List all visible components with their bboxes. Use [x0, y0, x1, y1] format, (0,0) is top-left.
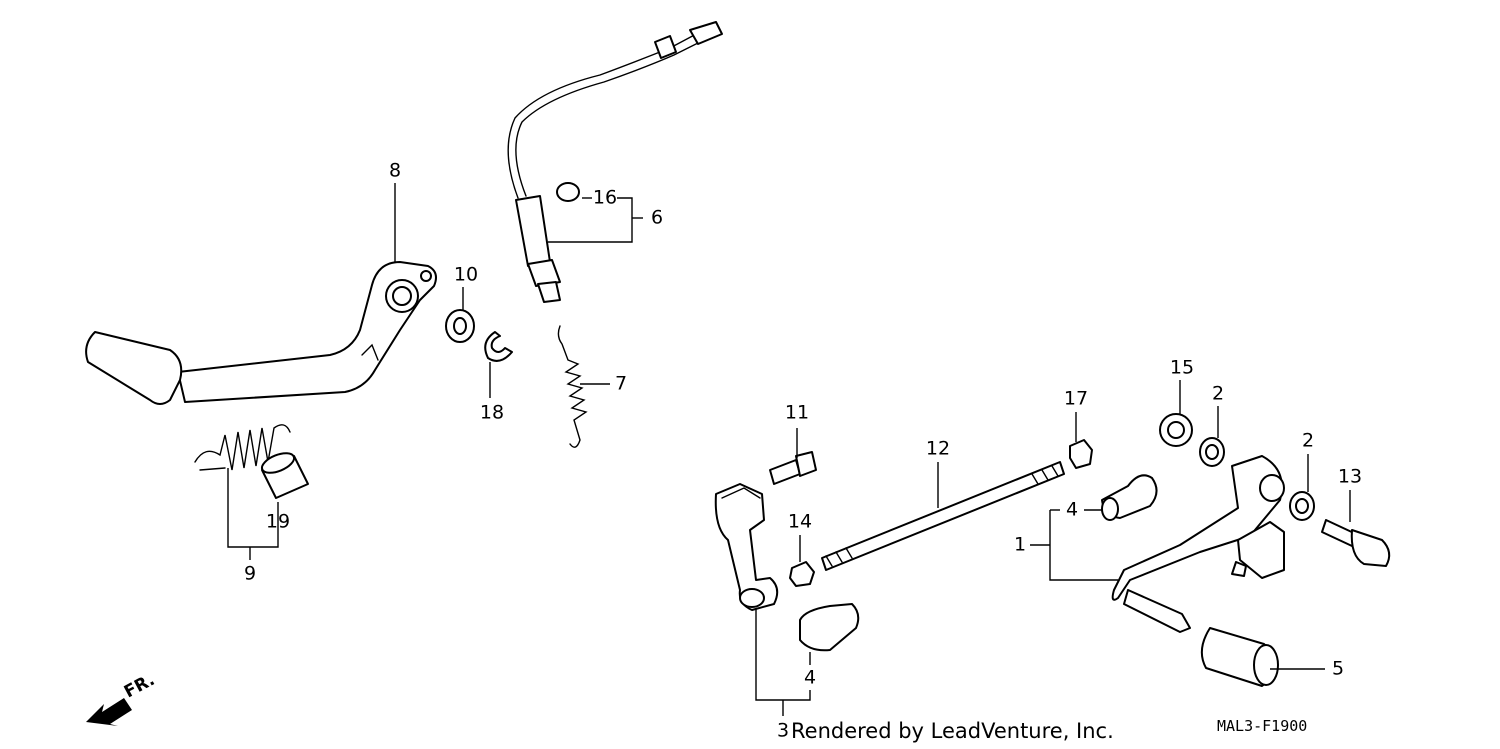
shift-pedal-rubber-5: [1200, 627, 1279, 687]
callout-9: 9: [244, 563, 256, 585]
callout-15: 15: [1170, 357, 1194, 379]
callout-10: 10: [454, 264, 478, 286]
shift-pedal: [1111, 455, 1285, 633]
front-direction-indicator: FR.: [86, 670, 158, 726]
bearing-2-lower: [1289, 491, 1315, 521]
brake-pedal-collar: [260, 452, 309, 499]
callout-8: 8: [389, 160, 401, 182]
callout-16: 16: [593, 187, 617, 209]
washer-15: [1159, 413, 1193, 447]
callout-4-upper: 4: [1066, 499, 1078, 521]
washer-10: [445, 309, 475, 343]
diagram-code: MAL3-F1900: [1217, 717, 1307, 735]
bolt-11: [769, 451, 817, 485]
callout-3: 3: [777, 720, 789, 742]
stop-switch-body: [515, 195, 561, 303]
callout-1: 1: [1014, 534, 1026, 556]
callout-12: 12: [926, 438, 950, 460]
brake-pedal-rubber-grip: [85, 331, 183, 405]
render-credit: Rendered by LeadVenture, Inc.: [791, 719, 1114, 743]
callout-2-upper: 2: [1212, 383, 1224, 405]
return-spring-7: [557, 325, 588, 448]
bolt-13: [1321, 519, 1391, 567]
nut-14: [789, 561, 815, 587]
callout-4-lower: 4: [804, 667, 816, 689]
tie-rod-12: [821, 461, 1065, 571]
front-label: FR.: [121, 670, 158, 702]
bearing-2-upper: [1199, 437, 1225, 467]
clip-16: [556, 182, 580, 202]
stop-switch-wire: [507, 21, 723, 199]
callout-17: 17: [1064, 388, 1088, 410]
callout-labels: 1 2 2 4 4 5 6 7 8 9 10 11 12 13 14 15 16…: [244, 160, 1362, 689]
rod-end-4-lower: [799, 603, 860, 652]
shift-arm: [714, 483, 779, 611]
callout-7: 7: [615, 373, 627, 395]
brake-pedal-spring: [194, 424, 291, 471]
front-arrow-icon: [86, 698, 132, 726]
callout-14: 14: [788, 511, 812, 533]
callout-11: 11: [785, 402, 809, 424]
callout-6: 6: [651, 207, 663, 229]
brake-pedal-arm: [177, 261, 437, 403]
callout-2-lower: 2: [1302, 430, 1314, 452]
nut-17: [1069, 439, 1093, 469]
callout-18: 18: [480, 402, 504, 424]
callout-5: 5: [1332, 658, 1344, 680]
callout-13: 13: [1338, 466, 1362, 488]
rod-end-4-upper: [1101, 474, 1158, 521]
leader-lines: [227, 183, 1351, 716]
callout-19: 19: [266, 511, 290, 533]
snap-ring-18: [484, 331, 513, 362]
